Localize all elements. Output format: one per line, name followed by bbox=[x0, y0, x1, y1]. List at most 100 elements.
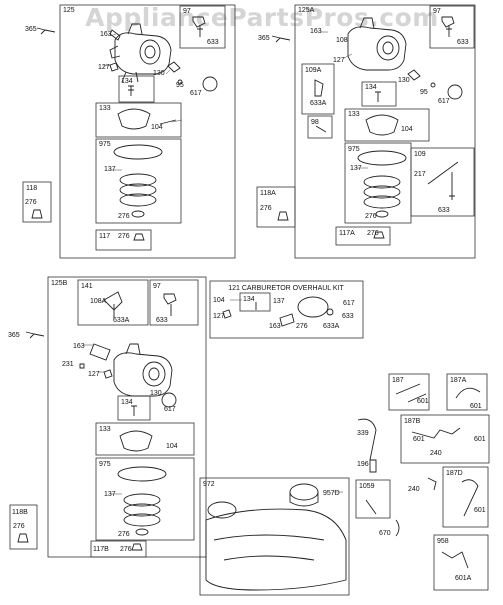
kit-callout-104: 104 bbox=[213, 297, 225, 304]
fuel-cap-957D bbox=[289, 483, 319, 507]
fuel-line-187B bbox=[411, 427, 461, 439]
callout-130c: 130 bbox=[150, 390, 162, 397]
callout-617: 617 bbox=[190, 90, 202, 97]
gasket-set-975b bbox=[357, 150, 407, 218]
callout-95: 95 bbox=[176, 82, 184, 89]
frame-98 bbox=[307, 115, 333, 139]
label-187A: 187A bbox=[450, 377, 467, 384]
callout-958-601A: 601A bbox=[455, 575, 472, 582]
frame-kit-121 bbox=[209, 280, 364, 339]
callout-130b: 130 bbox=[398, 77, 410, 84]
fuel-tank-972 bbox=[205, 501, 347, 591]
callout-365a: 365 bbox=[25, 26, 37, 33]
frame-117B bbox=[90, 540, 147, 558]
needle-134c bbox=[131, 405, 137, 416]
frame-group-125 bbox=[59, 4, 236, 259]
washer-95b bbox=[430, 82, 436, 88]
float-133 bbox=[117, 108, 151, 130]
label-134c: 134 bbox=[121, 399, 133, 406]
callout-137c: 137 bbox=[104, 491, 116, 498]
fuel-line-187 bbox=[395, 383, 427, 403]
label-133: 133 bbox=[99, 105, 111, 112]
callout-95b: 95 bbox=[420, 89, 428, 96]
callout-118B-276: 276 bbox=[13, 523, 25, 530]
callout-276: 276 bbox=[118, 213, 130, 220]
callout-104: 104 bbox=[151, 124, 163, 131]
kit-callout-127: 127 bbox=[213, 313, 225, 320]
callout-365c: 365 bbox=[8, 332, 20, 339]
label-97c: 97 bbox=[153, 283, 161, 290]
frame-118A bbox=[256, 186, 296, 228]
seal-118B bbox=[17, 533, 29, 543]
seal-118A bbox=[277, 211, 289, 221]
oring-617c bbox=[161, 392, 177, 408]
oring-617b bbox=[447, 84, 463, 100]
callout-217: 217 bbox=[414, 171, 426, 178]
label-134: 134 bbox=[121, 78, 133, 85]
kit-callout-276: 276 bbox=[296, 323, 308, 330]
callout-187A-601: 601 bbox=[470, 403, 482, 410]
screw-365b bbox=[271, 35, 291, 43]
frame-975b bbox=[344, 142, 412, 224]
callout-163: 163 bbox=[100, 31, 112, 38]
frame-187 bbox=[388, 373, 430, 411]
hose-670 bbox=[395, 519, 400, 537]
carburetor-body bbox=[109, 23, 172, 83]
label-125A: 125A bbox=[298, 7, 315, 14]
callout-339: 339 bbox=[357, 430, 369, 437]
choke-shaft-97 bbox=[192, 16, 206, 37]
label-141: 141 bbox=[81, 283, 93, 290]
seal-117A bbox=[373, 231, 385, 239]
screw-365a bbox=[36, 27, 56, 35]
fuel-line-187A bbox=[455, 387, 481, 399]
label-109A: 109A bbox=[305, 67, 322, 74]
label-118B: 118B bbox=[12, 509, 28, 516]
callout-670: 670 bbox=[379, 530, 391, 537]
frame-109A bbox=[301, 63, 335, 115]
label-975: 975 bbox=[99, 141, 111, 148]
callout-163c: 163 bbox=[73, 343, 85, 350]
label-118: 118 bbox=[26, 185, 37, 192]
spacer-130b bbox=[407, 69, 421, 81]
frame-1059 bbox=[355, 479, 391, 519]
label-117B: 117B bbox=[93, 546, 109, 553]
callout-276c: 276 bbox=[118, 531, 130, 538]
label-117A: 117A bbox=[339, 230, 355, 237]
lever-141 bbox=[103, 291, 123, 318]
callout-163b: 163 bbox=[310, 28, 322, 35]
pin-104 bbox=[159, 119, 177, 125]
callout-633c: 633 bbox=[438, 207, 450, 214]
callout-108: 108 bbox=[336, 37, 348, 44]
callout-957D: 957D bbox=[323, 490, 340, 497]
frame-958 bbox=[433, 534, 489, 591]
spring-98 bbox=[315, 125, 327, 133]
callout-633A: 633A bbox=[310, 100, 327, 107]
seal-118 bbox=[31, 209, 43, 219]
callout-617c: 617 bbox=[164, 406, 176, 413]
part-callouts: 163 633 127 130 95 617 104 137 276 276 2… bbox=[8, 26, 486, 582]
frame-117A bbox=[335, 226, 391, 246]
seal-117B bbox=[131, 543, 143, 551]
frame-97b bbox=[429, 5, 475, 49]
frame-118B bbox=[9, 504, 38, 550]
kit-callout-137: 137 bbox=[273, 298, 285, 305]
callout-633Ab: 633A bbox=[113, 317, 130, 324]
fuel-line-958 bbox=[441, 551, 469, 569]
label-109: 109 bbox=[414, 151, 426, 158]
callout-127: 127 bbox=[98, 64, 110, 71]
plug-127 bbox=[109, 62, 119, 72]
label-97: 97 bbox=[183, 8, 191, 15]
washer-95 bbox=[177, 79, 183, 85]
frame-975c bbox=[95, 457, 195, 541]
label-125: 125 bbox=[63, 7, 75, 14]
gasket-set-975c bbox=[117, 466, 167, 536]
callout-187-601: 601 bbox=[417, 398, 429, 405]
label-1059: 1059 bbox=[359, 483, 375, 490]
callout-137b: 137 bbox=[350, 165, 362, 172]
spacer-130 bbox=[167, 61, 181, 73]
callout-187B-601a: 601 bbox=[413, 436, 425, 443]
frame-975 bbox=[95, 138, 182, 224]
label-118A: 118A bbox=[260, 190, 276, 197]
carburetor-body-b bbox=[113, 343, 173, 397]
